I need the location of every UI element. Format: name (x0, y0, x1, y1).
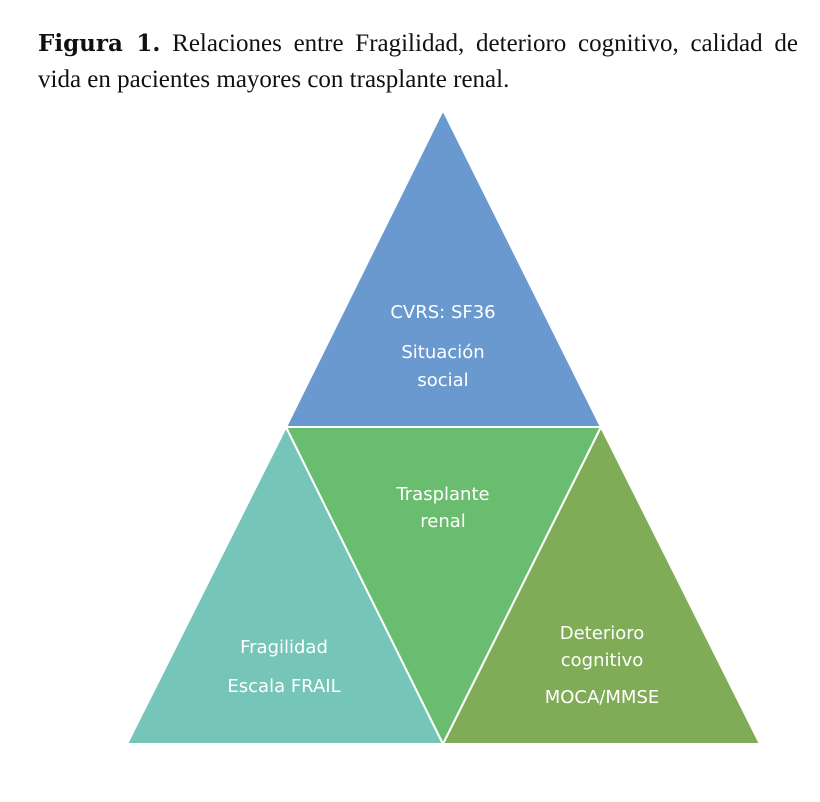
figure-caption: Figura 1. Relaciones entre Fragilidad, d… (38, 26, 798, 98)
left-label-line-2: Escala FRAIL (227, 676, 340, 697)
top-label-line-2: Situación (401, 342, 484, 363)
right-label-line-1: Deterioro (560, 623, 645, 644)
figure-caption-text: Relaciones entre Fragilidad, deterioro c… (38, 30, 798, 93)
right-label-line-2: cognitivo (561, 650, 643, 671)
top-label-line-1: CVRS: SF36 (390, 302, 495, 323)
segment-right (441, 424, 762, 745)
right-label-line-3: MOCA/MMSE (545, 687, 660, 708)
figure-label: Figura 1. (38, 30, 161, 57)
center-label-line-1: Trasplante (395, 484, 489, 505)
left-label-line-1: Fragilidad (240, 637, 328, 658)
center-label-line-2: renal (420, 511, 466, 532)
top-label-line-3: social (417, 370, 468, 391)
